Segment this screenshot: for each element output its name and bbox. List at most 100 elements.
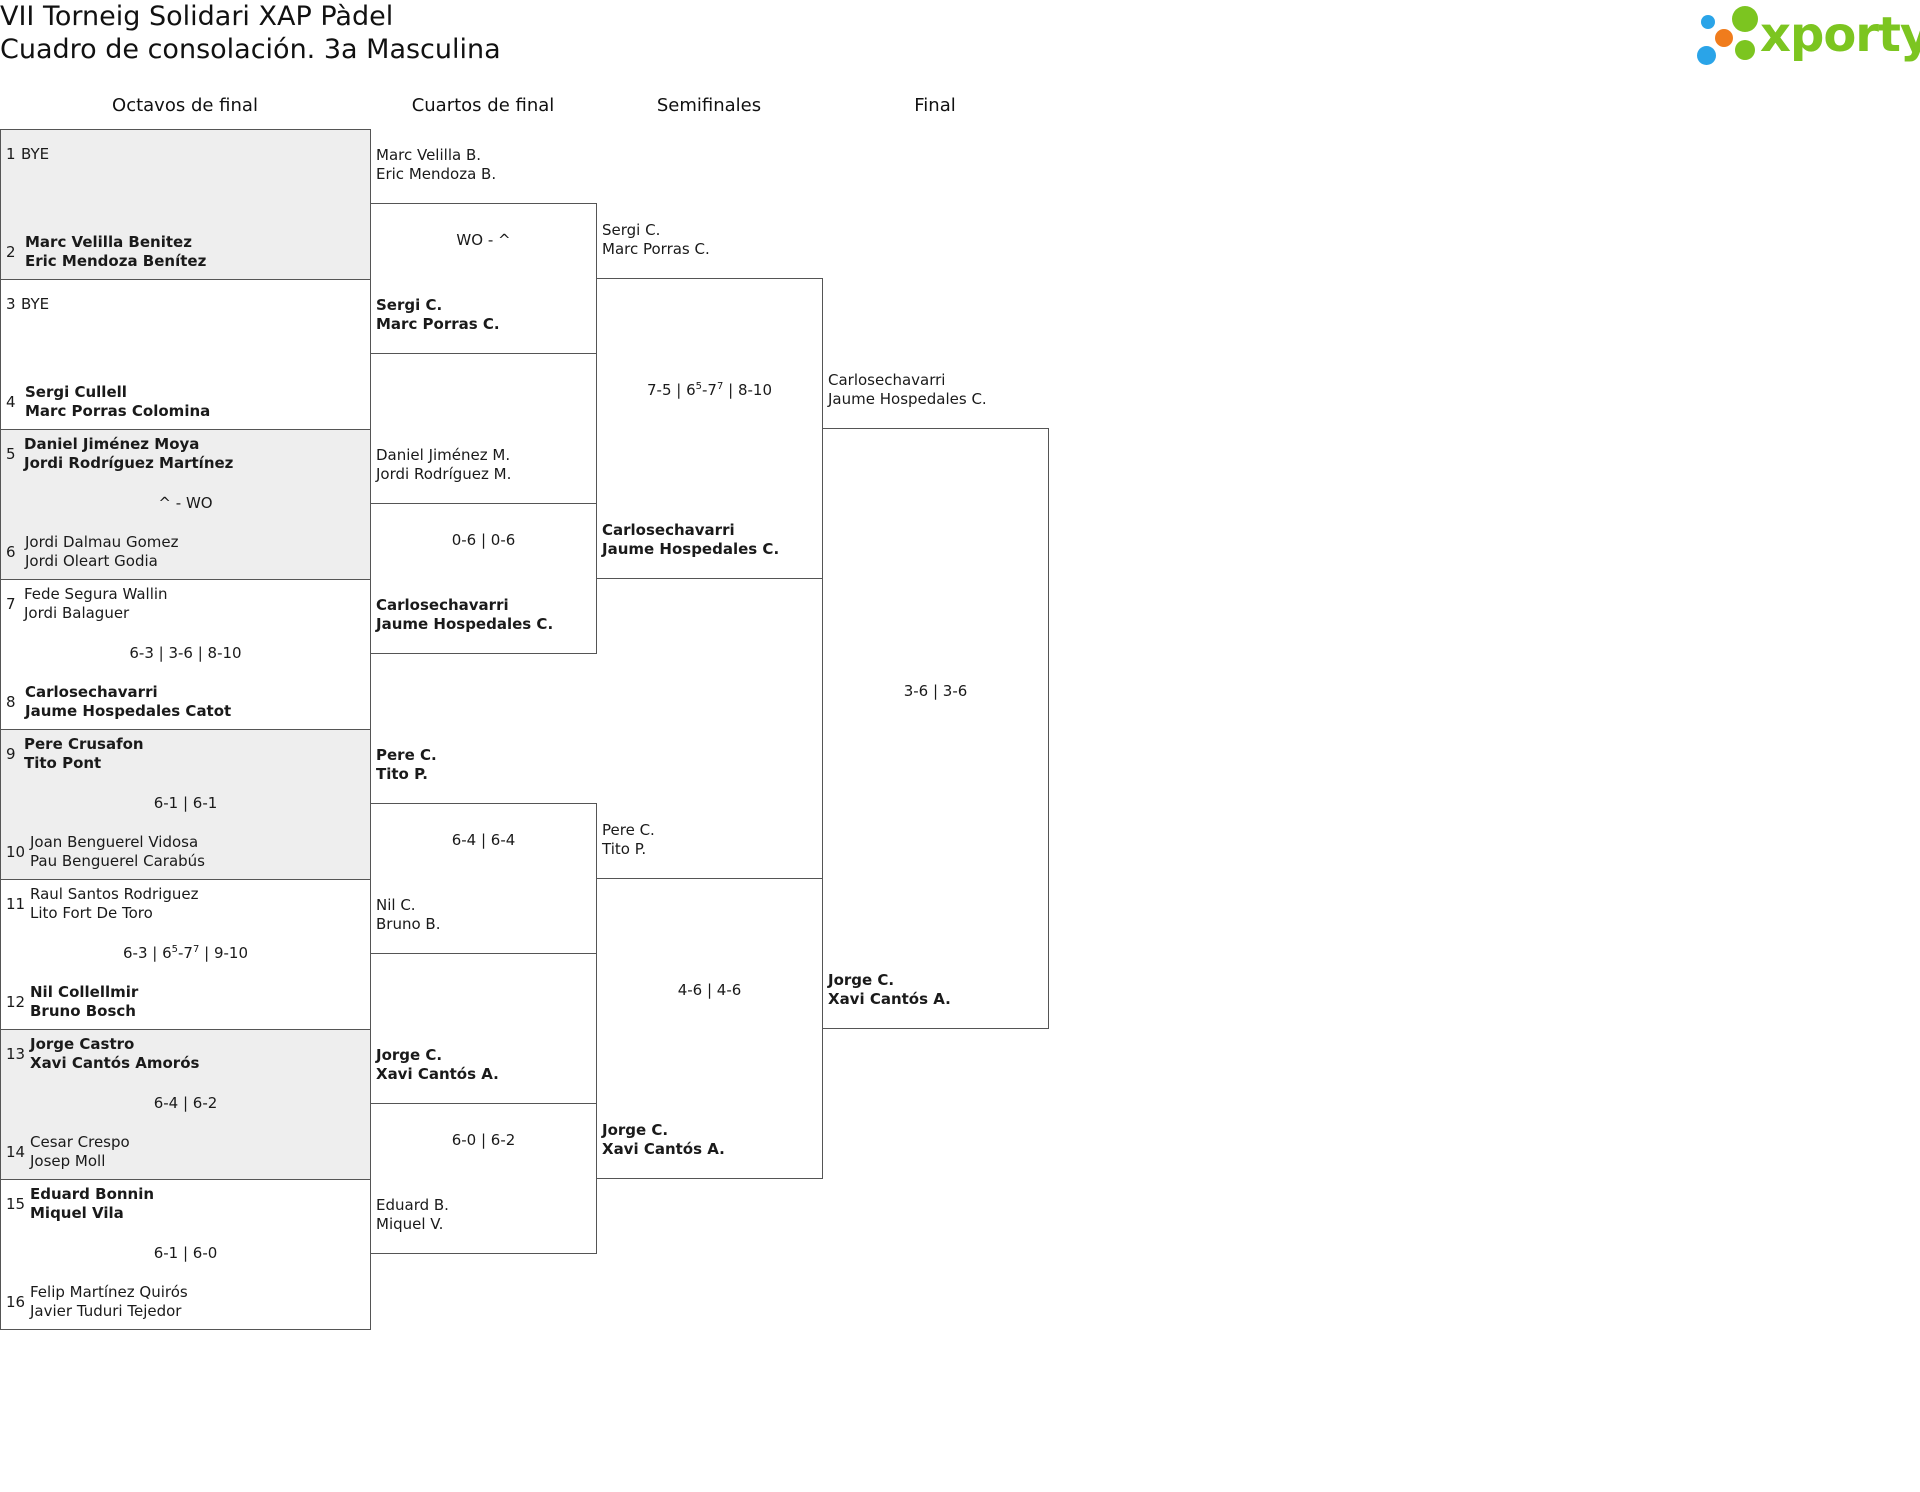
team-entry[interactable]: Daniel Jiménez M.Jordi Rodríguez M. [376,446,511,484]
player-name: Joan Benguerel Vidosa [30,833,199,851]
seed-number: 14 [6,1143,26,1161]
team-entry[interactable]: Jorge C.Xavi Cantós A. [602,1121,725,1159]
logo-blue-big-dot-icon [1697,46,1716,65]
player-name: Carlosechavarri [376,596,509,614]
player-name: Sergi Cullell [25,383,127,401]
player-name: Cesar Crespo [30,1133,130,1151]
tournament-title: VII Torneig Solidari XAP Pàdel [0,1,394,32]
match-score: 7-5 | 65-77 | 8-10 [647,381,772,399]
team-entry[interactable]: Jorge C.Xavi Cantós A. [828,971,951,1009]
player-name: Tito Pont [24,754,102,772]
team-entry[interactable]: Sergi C.Marc Porras C. [602,221,710,259]
player-name: BYE [21,295,50,313]
round-header-octavos: Octavos de final [112,95,258,116]
player-name: Jorge C. [376,1046,443,1064]
team-entry[interactable]: Pere C.Tito P. [376,746,437,784]
player-name: Marc Porras C. [376,315,500,333]
team-entry[interactable]: Nil C.Bruno B. [376,896,440,934]
player-name: Sergi C. [376,296,443,314]
player-name: Tito P. [602,840,647,858]
match-box-octavos [0,129,371,280]
player-name: Pere Crusafon [24,735,144,753]
seed-number: 8 [6,693,16,711]
match-score: 4-6 | 4-6 [677,981,742,999]
player-name: Carlosechavarri [25,683,158,701]
player-name: Fede Segura Wallin [24,585,168,603]
player-name: Josep Moll [30,1152,106,1170]
logo-blue-dot-icon [1701,15,1715,29]
player-name: Jorge C. [828,971,895,989]
player-name: Javier Tuduri Tejedor [30,1302,182,1320]
round-header-cuartos: Cuartos de final [411,95,555,116]
match-box-octavos [0,1029,371,1180]
player-name: Jordi Balaguer [24,604,130,622]
team-entry[interactable]: Marc Velilla B.Eric Mendoza B. [376,146,496,184]
team-entry[interactable]: Eduard B.Miquel V. [376,1196,449,1234]
player-name: Nil Collellmir [30,983,139,1001]
player-name: Eduard Bonnin [30,1185,155,1203]
match-score: ^ - WO [158,494,213,512]
player-name: Sergi C. [602,221,661,239]
player-name: Eduard B. [376,1196,449,1214]
seed-number: 6 [6,543,16,561]
player-name: Jordi Dalmau Gomez [25,533,179,551]
seed-number: 1 [6,145,16,163]
player-name: Bruno Bosch [30,1002,136,1020]
player-name: Jaume Hospedales Catot [25,702,232,720]
player-name: Carlosechavarri [828,371,946,389]
match-score: 6-1 | 6-1 [153,794,218,812]
player-name: Carlosechavarri [602,521,735,539]
player-name: Marc Velilla Benitez [25,233,192,251]
match-box-final [822,428,1049,1029]
player-name: Tito P. [376,765,429,783]
match-score: 0-6 | 0-6 [451,531,516,549]
player-name: Xavi Cantós A. [376,1065,499,1083]
player-name: Xavi Cantós Amorós [30,1054,200,1072]
player-name: Bruno B. [376,915,441,933]
player-name: Daniel Jiménez M. [376,446,511,464]
match-score: 6-3 | 3-6 | 8-10 [129,644,242,662]
seed-number: 13 [6,1045,26,1063]
player-name: Pere C. [376,746,437,764]
match-box-octavos [0,729,371,880]
team-entry[interactable]: Pere C.Tito P. [602,821,655,859]
player-name: Pere C. [602,821,655,839]
seed-number: 9 [6,745,16,763]
player-name: Jaume Hospedales C. [828,390,987,408]
team-entry[interactable]: BYE [21,145,49,164]
player-name: Eric Mendoza B. [376,165,497,183]
match-box-octavos [0,1179,371,1330]
seed-number: 3 [6,295,16,313]
player-name: Jaume Hospedales C. [376,615,554,633]
player-name: Marc Porras Colomina [25,402,211,420]
player-name: Jaume Hospedales C. [602,540,780,558]
team-entry[interactable]: Sergi C.Marc Porras C. [376,296,500,334]
seed-number: 12 [6,993,26,1011]
round-header-final: Final [914,95,956,116]
seed-number: 7 [6,595,16,613]
team-entry[interactable]: Jorge C.Xavi Cantós A. [376,1046,499,1084]
match-score: 3-6 | 3-6 [903,682,968,700]
match-score: 6-4 | 6-2 [153,1094,218,1112]
xporty-logo[interactable]: xporty [1693,4,1920,66]
player-name: Xavi Cantós A. [602,1140,725,1158]
team-entry[interactable]: BYE [21,295,49,314]
player-name: Felip Martínez Quirós [30,1283,188,1301]
